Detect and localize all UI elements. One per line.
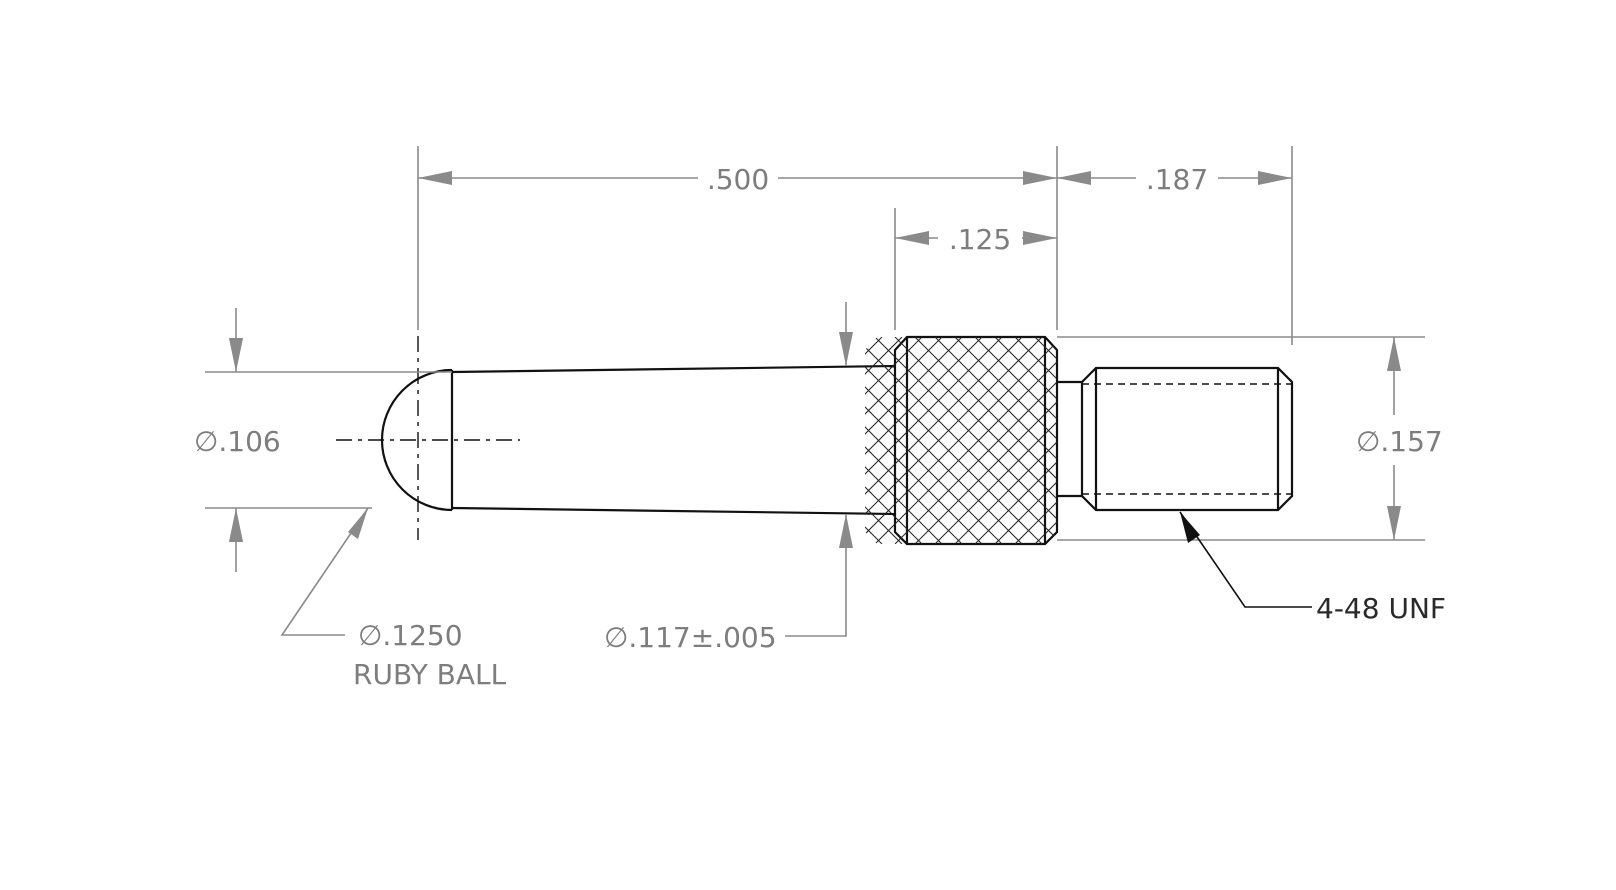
knurl-line [994, 337, 1057, 544]
stem-bottom-edge [451, 506, 896, 516]
ball-stem-diameter-value: .106 [218, 425, 280, 458]
knurl-length-label: .125 [949, 223, 1011, 256]
knurl-line [865, 337, 1003, 544]
diameter-symbol: ∅ [194, 425, 218, 458]
ruby-ball-diameter-value: .1250 [382, 619, 462, 652]
diameter-symbol: ∅ [604, 621, 628, 654]
stylus-part [336, 335, 1294, 546]
stem-diameter-value: .117±.005 [628, 621, 776, 654]
callout-thread-spec: 4-48 UNF [1179, 511, 1446, 625]
knurl-line [865, 337, 943, 544]
dimension-stem-diameter: ∅.117±.005 [604, 302, 853, 654]
thread-diameter-value: .157 [1380, 425, 1442, 458]
thread-length-label: .187 [1146, 163, 1208, 196]
knurl-line [954, 337, 1057, 544]
knurl-line [865, 337, 923, 544]
ruby-ball-label: RUBY BALL [353, 658, 507, 691]
knurl-pattern [865, 337, 1057, 544]
knurl-line [974, 337, 1057, 544]
knurl-line [865, 337, 1057, 544]
knurl-line [1014, 337, 1057, 544]
knurl-line [865, 337, 963, 544]
knurl-line [1014, 337, 1057, 544]
dimension-knurl-length: .125 [894, 208, 1057, 330]
knurl-line [865, 337, 903, 544]
knurled-collar [893, 335, 1059, 546]
callout-ruby-ball: ∅.1250 RUBY BALL [280, 507, 507, 691]
stem-diameter-label: ∅.117±.005 [604, 621, 777, 654]
knurl-line [934, 337, 1057, 544]
dimension-overall-length: .500 [417, 146, 1058, 330]
knurl-line [865, 337, 983, 544]
diameter-symbol: ∅ [1356, 425, 1380, 458]
knurl-line [865, 337, 1023, 544]
ruby-ball-diameter-label: ∅.1250 [358, 619, 463, 652]
knurl-line [865, 337, 1043, 544]
diameter-symbol: ∅ [358, 619, 382, 652]
ball-stem-diameter-label: ∅.106 [194, 425, 281, 458]
knurl-line [994, 337, 1057, 544]
knurl-line [954, 337, 1057, 544]
knurl-line [894, 337, 1057, 544]
knurl-line [865, 337, 903, 544]
threaded-stud [1080, 366, 1294, 512]
thread-diameter-label: ∅.157 [1356, 425, 1443, 458]
stem-top-edge [451, 364, 896, 374]
knurl-line [914, 337, 1057, 544]
knurl-line [874, 337, 1057, 544]
dimension-ball-stem-diameter: ∅.106 [194, 308, 452, 572]
overall-length-label: .500 [707, 163, 769, 196]
knurl-line [974, 337, 1057, 544]
dimension-thread-length: .187 [1057, 146, 1293, 345]
knurl-line [865, 337, 963, 544]
dimension-thread-diameter: ∅.157 [1057, 336, 1443, 541]
thread-spec-label: 4-48 UNF [1316, 592, 1446, 625]
knurl-line [865, 337, 943, 544]
knurl-line [865, 337, 923, 544]
